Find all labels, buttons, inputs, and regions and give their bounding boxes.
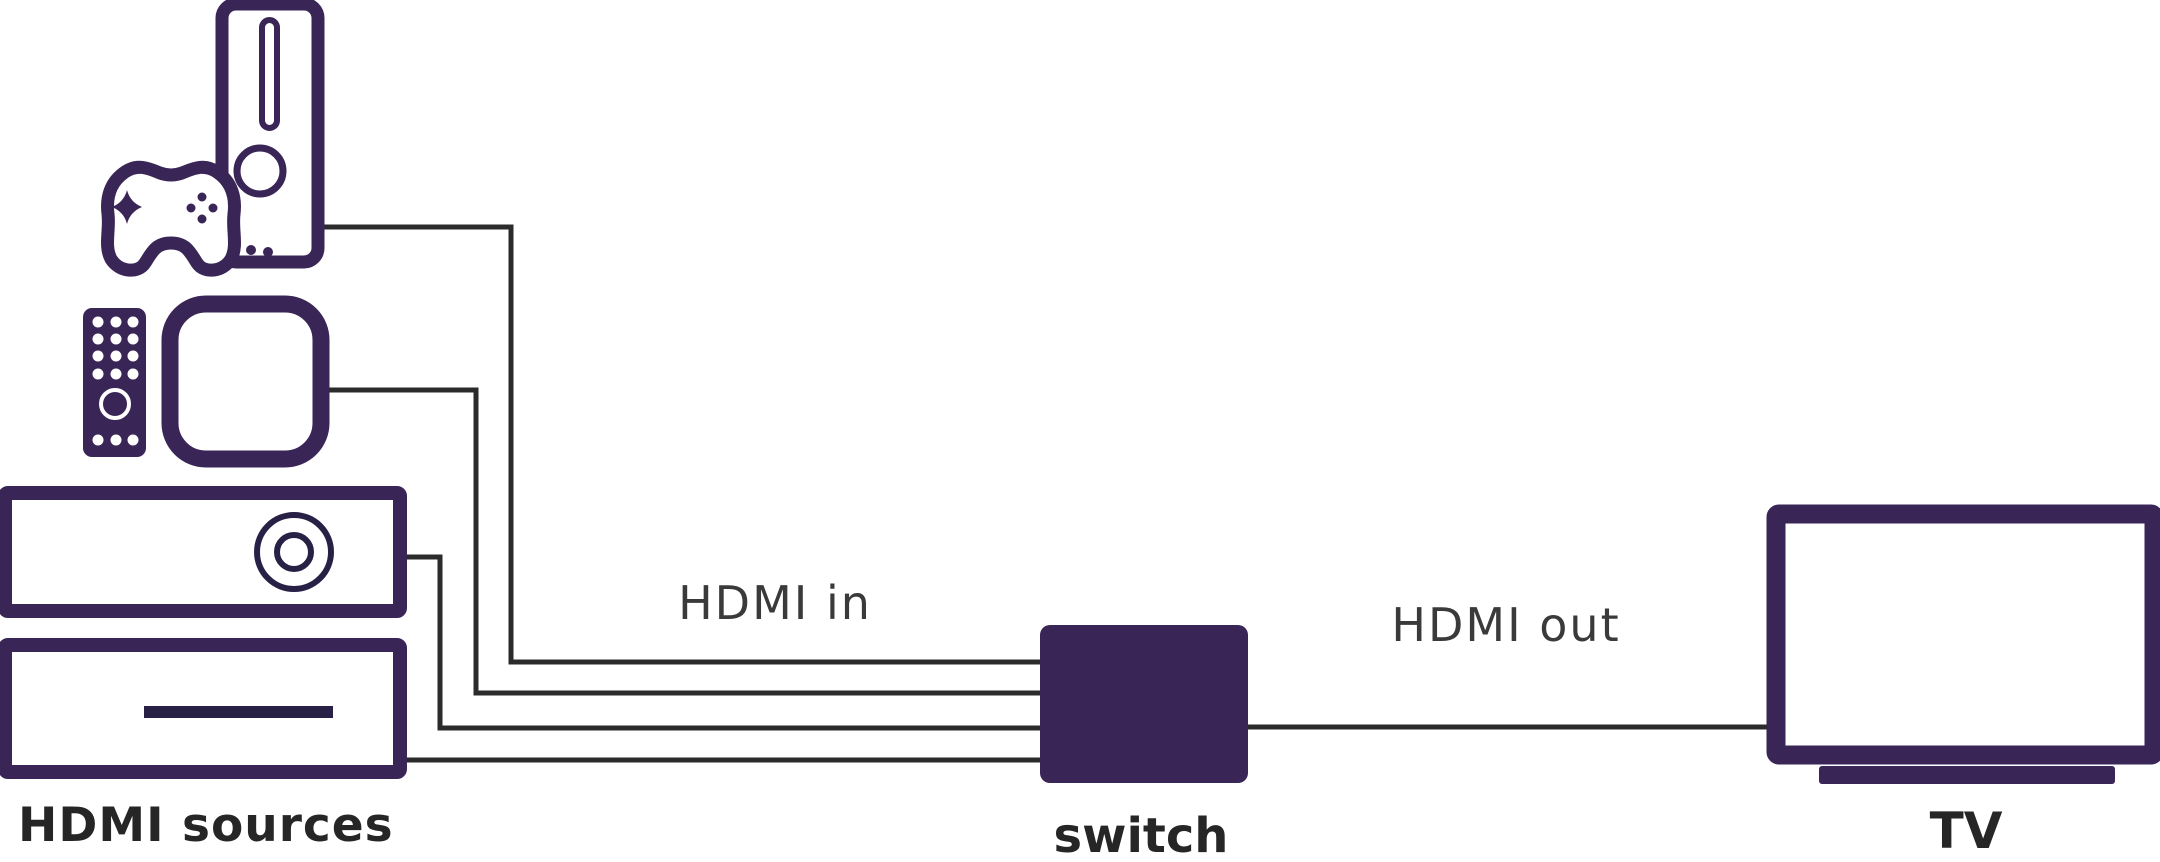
disc-player-icon [0,638,407,779]
tv-icon [1766,504,2160,784]
hdmi-sources-label: HDMI sources [18,798,394,853]
tv-label: TV [1929,802,2003,860]
game-console-icon [215,0,325,269]
dpad-icon [112,190,142,224]
media-player-icon [0,486,407,618]
connection-lines [316,224,1778,763]
switch-label: switch [1053,808,1229,862]
streamer-to-switch-line [318,387,1042,696]
gamepad-icon [101,160,241,277]
console-to-switch-line [316,224,1042,665]
hdmi-out-label: HDMI out [1391,598,1621,652]
streaming-box-icon [161,295,330,468]
remote-icon [83,308,146,457]
hdmi-in-label: HDMI in [678,576,872,630]
mediaplayer-to-switch-line [398,554,1042,731]
switch-box [1040,625,1248,783]
